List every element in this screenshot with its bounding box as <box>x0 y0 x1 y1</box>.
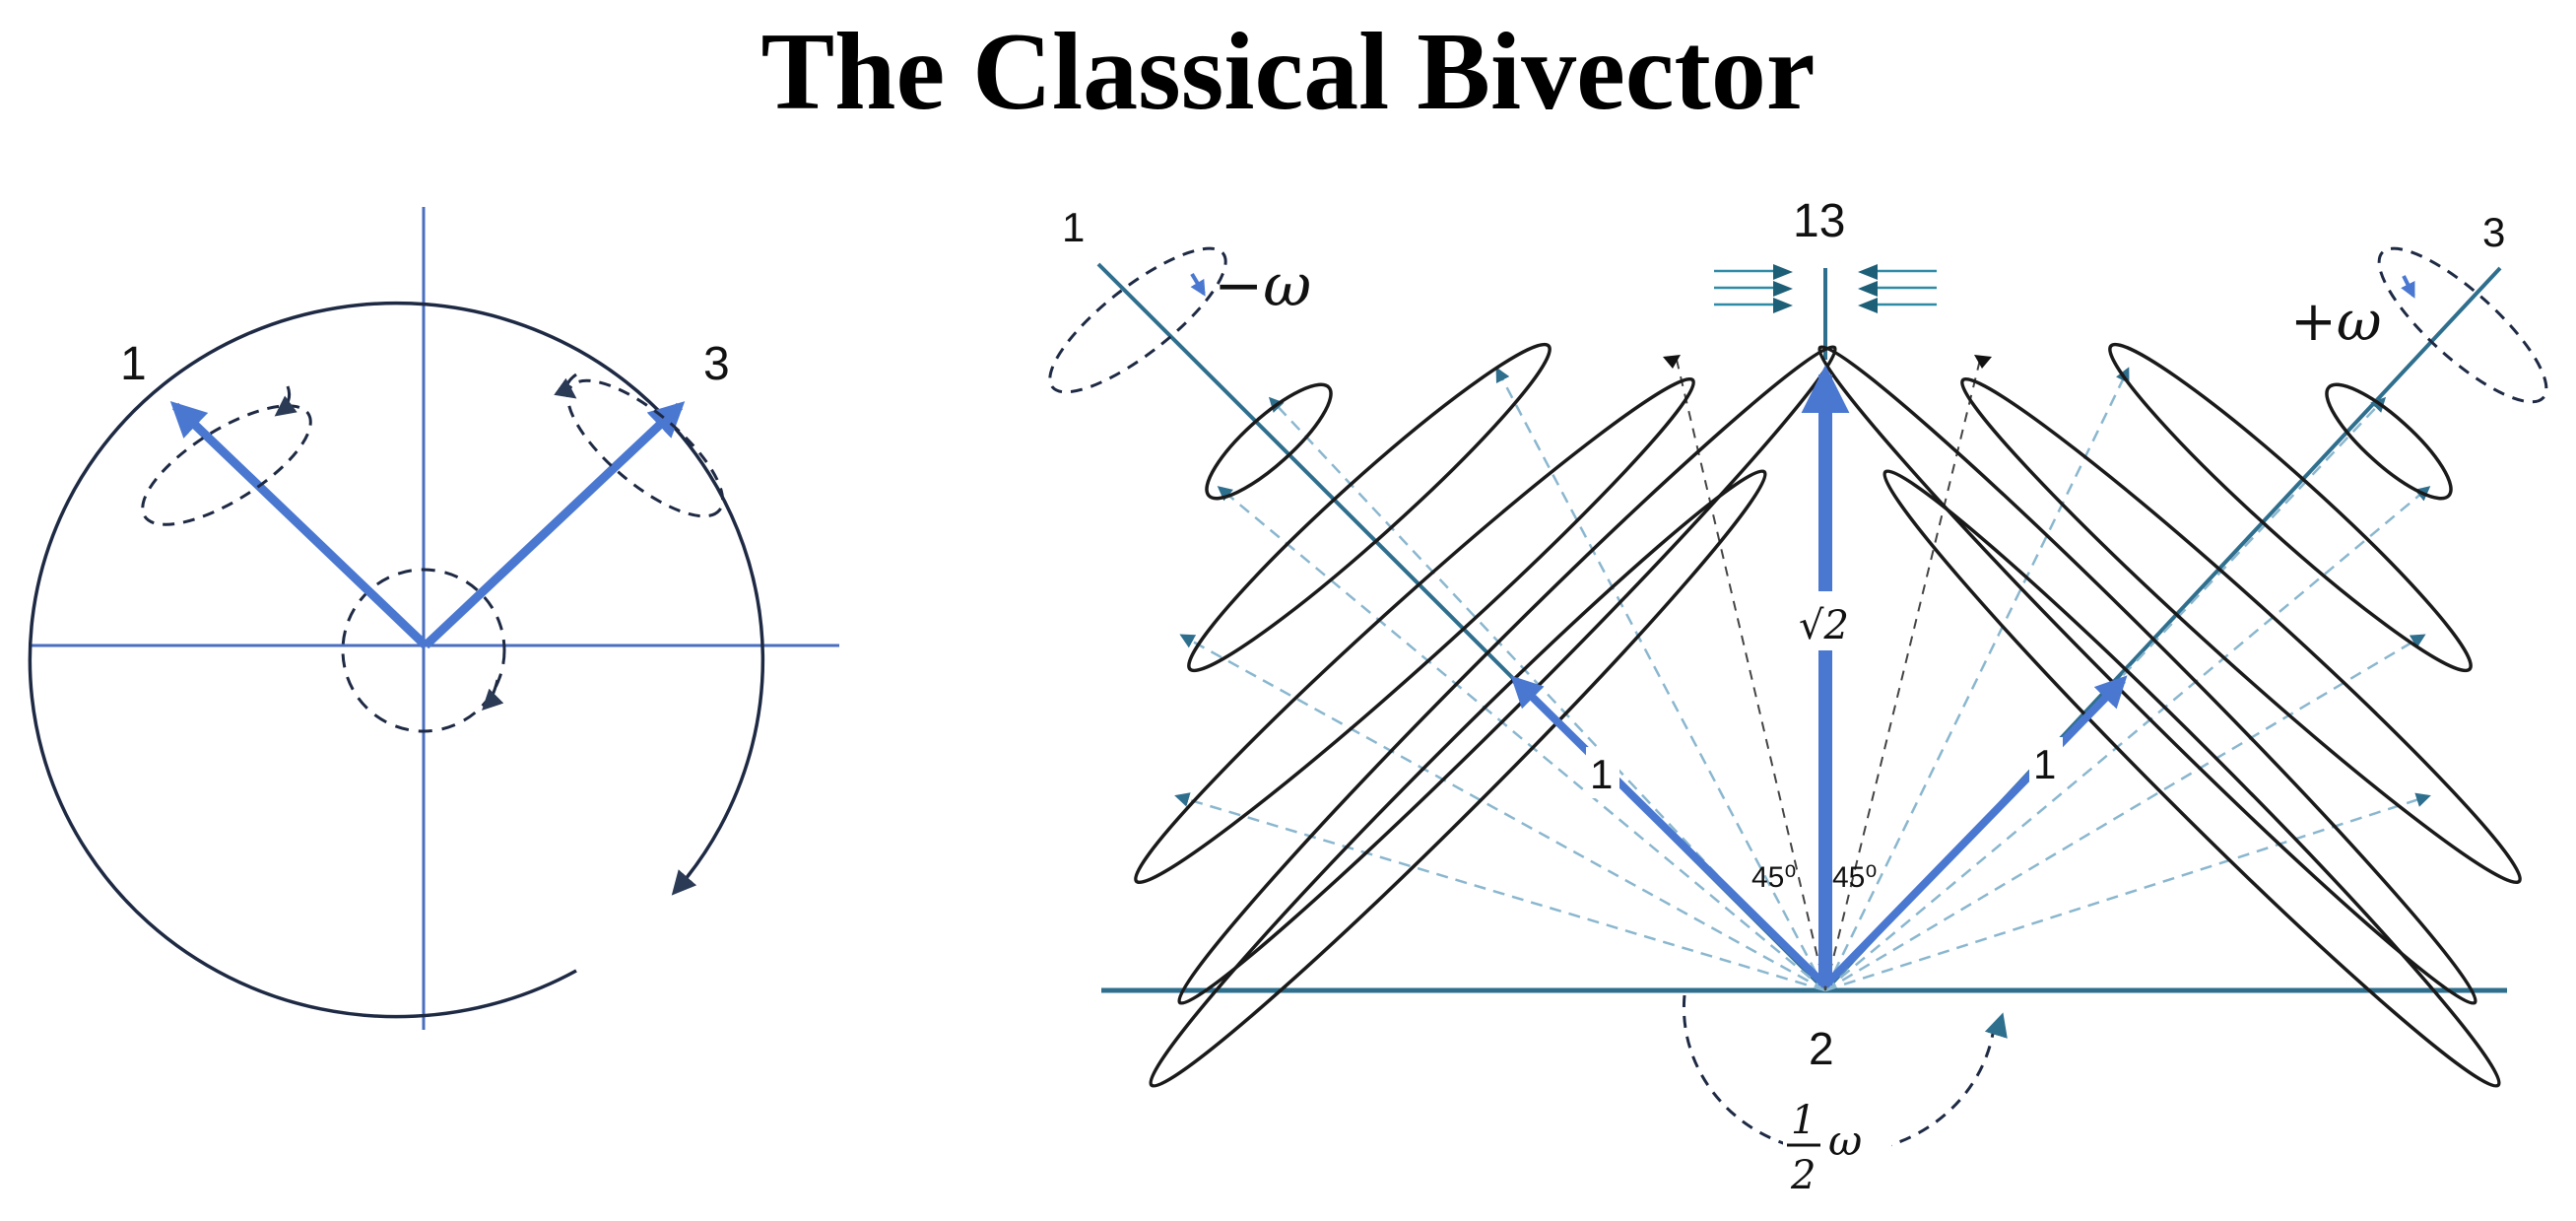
right-label-1: 1 <box>1062 204 1085 250</box>
right-label-13: 13 <box>1793 195 1845 247</box>
page-title: The Classical Bivector <box>760 11 1816 133</box>
tip-left <box>1663 355 1681 369</box>
half-omega-numerator: 1 <box>1791 1098 1816 1143</box>
minus-omega-label: −ω <box>1214 251 1311 320</box>
left-ellipse-1 <box>141 404 312 526</box>
plus-omega-label: +ω <box>2290 290 2382 354</box>
fan-lines <box>1174 367 2431 992</box>
right-ellipses <box>1817 342 2522 1088</box>
unit-right-label-bg <box>2029 737 2063 788</box>
unit-left-label: 1 <box>1590 751 1613 797</box>
left-vector-3 <box>422 401 686 649</box>
right-unit-vector-right <box>1822 675 2128 988</box>
omega-ellipse-right-arrow <box>2401 275 2415 299</box>
left-ellipse-3-arrow <box>554 373 577 399</box>
right-label-3: 3 <box>2482 209 2505 255</box>
unit-right-label: 1 <box>2033 741 2056 787</box>
pressure-arrows-right <box>1858 264 1937 313</box>
half-omega-bg <box>1783 1084 1891 1218</box>
right-diagram: 1 13 3 −ω +ω √2 1 1 45⁰ 45⁰ 2 1 2 ω <box>1048 195 2548 1218</box>
sqrt2-label: √2 <box>1799 603 1849 648</box>
angle-right-label: 45⁰ <box>1832 861 1877 894</box>
inner-dashed-lines <box>1676 359 1981 991</box>
sqrt2-label-bg <box>1798 591 1853 650</box>
left-origin-rotation-arrow <box>482 679 504 711</box>
left-diagram: 1 3 <box>28 207 839 1030</box>
omega-ellipse-right <box>2377 246 2548 404</box>
left-label-1: 1 <box>120 338 147 390</box>
half-omega-arc-arrow <box>1984 1012 2008 1039</box>
left-vector-1 <box>169 401 429 649</box>
left-label-3: 3 <box>703 338 730 390</box>
right-unit-vector-left <box>1510 675 1828 988</box>
left-origin-dashed-circle <box>341 568 506 733</box>
unit-left-label-bg <box>1586 747 1619 798</box>
pressure-arrows-left <box>1714 264 1793 313</box>
right-label-2: 2 <box>1809 1023 1834 1074</box>
left-rotation-circle <box>28 301 765 1019</box>
half-omega-symbol: ω <box>1828 1117 1862 1165</box>
left-ellipse-1-arrow <box>274 385 297 417</box>
angle-left-label: 45⁰ <box>1751 861 1796 894</box>
tip-right <box>1974 355 1992 369</box>
omega-ellipse-left-arrow <box>1190 272 1206 297</box>
half-omega-denominator: 2 <box>1790 1153 1816 1198</box>
omega-ellipse-left <box>1048 246 1227 394</box>
